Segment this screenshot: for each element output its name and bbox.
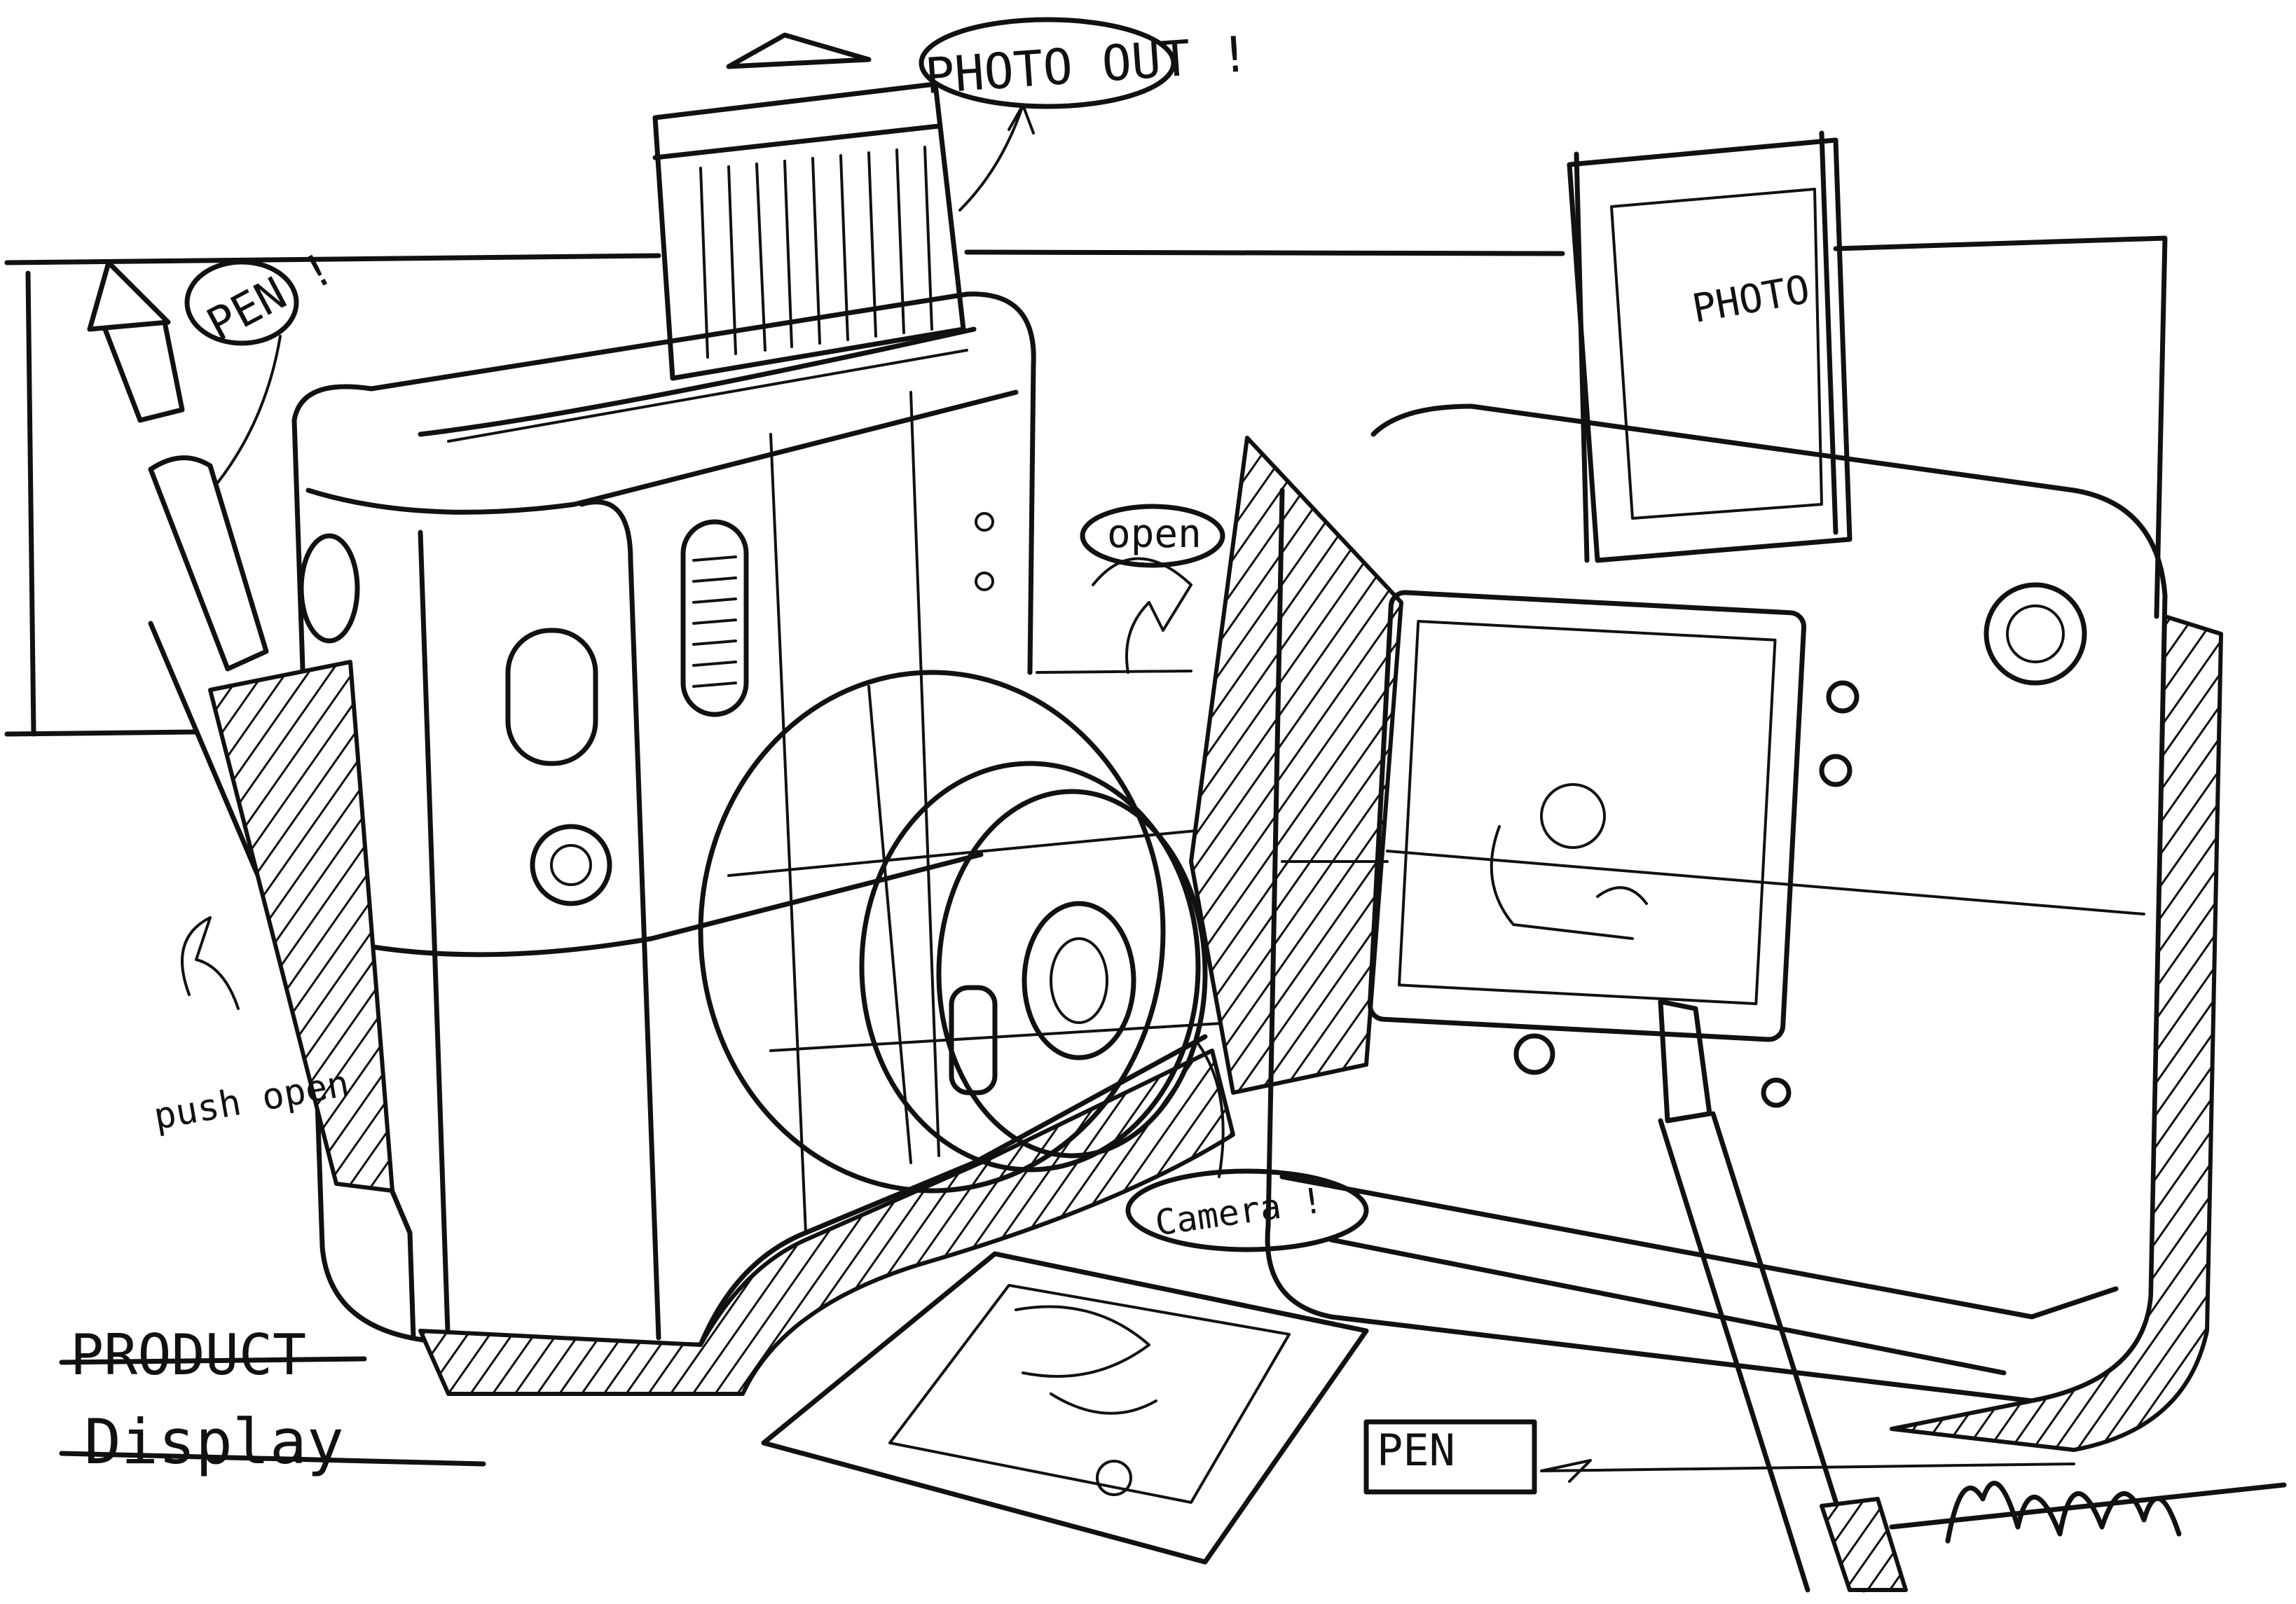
camera-bubble xyxy=(1125,1168,1369,1252)
title-underlines xyxy=(59,1356,486,1467)
photo-out-arrow xyxy=(958,104,1035,212)
pen-arrow xyxy=(216,335,282,485)
printed-photo xyxy=(761,1251,1369,1565)
pen-label-box xyxy=(1363,1419,1537,1495)
annotation-pen-label: PEN xyxy=(1377,1425,1455,1476)
pen-bubble xyxy=(184,259,299,346)
camera-left xyxy=(291,291,1235,1396)
camera-arrow xyxy=(1197,1042,1225,1178)
camera-right xyxy=(1265,403,2223,1452)
screen-doodle xyxy=(1490,783,1648,940)
background-lines xyxy=(4,235,2168,737)
stylus-right xyxy=(1658,999,1908,1593)
open-door-panel xyxy=(1092,436,1403,1095)
photo-right-card xyxy=(1567,130,1852,563)
photo-out-bubble xyxy=(919,17,1176,109)
photo-out-card xyxy=(652,32,966,381)
lens-assembly xyxy=(698,670,1242,1194)
camera-left-controls xyxy=(298,512,994,906)
annotation-open: open xyxy=(1107,511,1202,557)
annotation-shapes xyxy=(59,17,2075,1495)
title-display: Display xyxy=(84,1406,344,1478)
title-product: PRODUCT xyxy=(70,1322,307,1388)
artist-signature xyxy=(1889,1481,2287,1544)
open-bubble xyxy=(1080,504,1225,568)
arrow-up-icon xyxy=(726,32,872,69)
push-open-arrow xyxy=(181,916,240,1010)
pen-illustration xyxy=(87,260,416,1341)
